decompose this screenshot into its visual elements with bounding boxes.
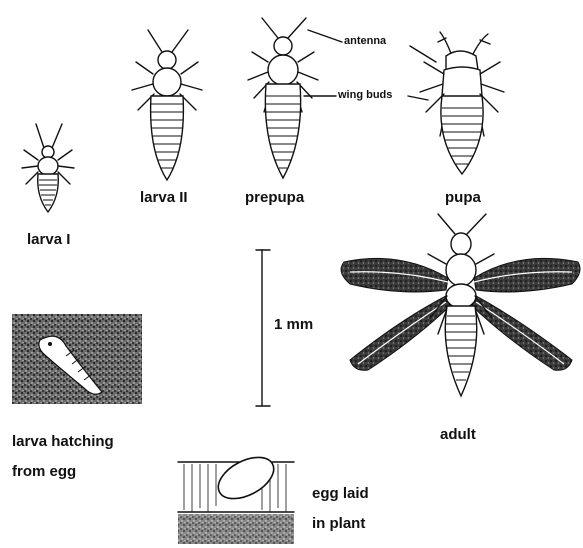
- pupa-antenna-leader-line: [410, 46, 436, 62]
- antenna-leader-line: [308, 30, 342, 42]
- adult-figure: [341, 214, 580, 396]
- larva-2-figure: [132, 30, 202, 180]
- scale-bar: [256, 250, 270, 406]
- hatching-label-line-2: from egg: [12, 464, 76, 479]
- wing-buds-label: wing buds: [338, 90, 392, 101]
- pupa-label: pupa: [445, 190, 481, 205]
- adult-right-forewing: [474, 258, 580, 292]
- adult-left-forewing: [341, 258, 448, 292]
- larva-2-label: larva II: [140, 190, 188, 205]
- hatching-label-line-1: larva hatching: [12, 434, 114, 449]
- hatching-larva-figure: [12, 314, 142, 404]
- larva-1-label: larva I: [27, 232, 70, 247]
- prepupa-label: prepupa: [245, 190, 304, 205]
- pupa-figure: [420, 32, 504, 174]
- pupa-wing-buds-leader-line: [408, 96, 428, 100]
- prepupa-figure: [248, 18, 318, 178]
- egg-label-line-1: egg laid: [312, 486, 369, 501]
- egg-in-plant-figure: [178, 449, 294, 544]
- egg-label-line-2: in plant: [312, 516, 365, 531]
- antenna-label: antenna: [344, 36, 386, 47]
- adult-label: adult: [440, 427, 476, 442]
- larva-1-figure: [22, 124, 74, 212]
- scale-bar-label: 1 mm: [274, 317, 313, 332]
